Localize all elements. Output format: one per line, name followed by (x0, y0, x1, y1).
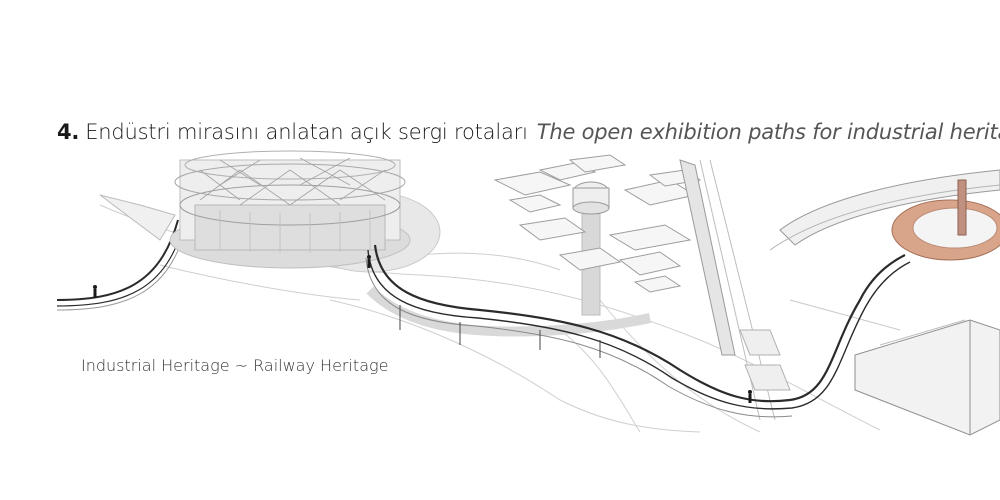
path-shadow (366, 286, 651, 337)
water-tower (572, 181, 610, 316)
person-icon (367, 255, 371, 268)
person-icon (93, 285, 97, 298)
exhibition-ring (891, 179, 1000, 261)
page-title: 4.Endüstri mirasını anlatan açık sergi r… (57, 120, 1000, 144)
title-english: The open exhibition paths for industrial… (536, 120, 1000, 144)
right-structures (739, 169, 1000, 436)
person-figures (93, 255, 752, 403)
person-icon (748, 390, 752, 403)
walkway-supports (399, 305, 601, 358)
left-ramp (56, 194, 187, 311)
title-turkish: Endüstri mirasını anlatan açık sergi rot… (85, 120, 528, 144)
circular-tower (169, 150, 441, 273)
diagram-caption: Industrial Heritage ~ Railway Heritage (81, 356, 389, 375)
title-number: 4. (57, 120, 80, 144)
building-blocks (493, 154, 702, 293)
